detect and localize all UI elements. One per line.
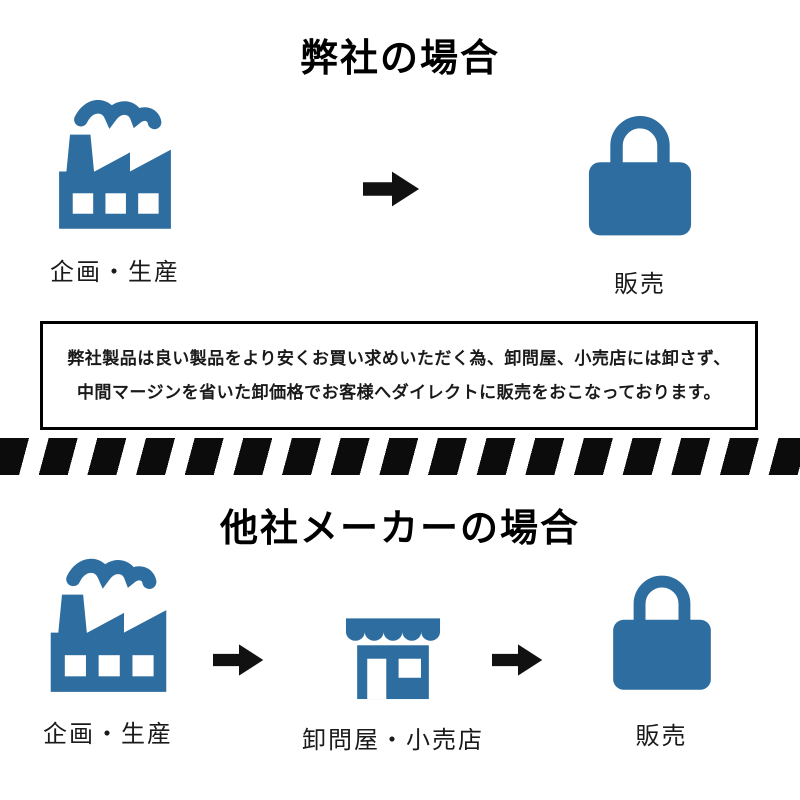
step-label: 企画・生産 xyxy=(50,259,180,286)
storefront-icon xyxy=(333,596,453,708)
our-case-title: 弊社の場合 xyxy=(299,38,500,80)
notice-line-2: 中間マージンを省いた卸価格でお客様へダイレクトに販売をおこなっております。 xyxy=(76,382,722,402)
factory-icon xyxy=(31,552,186,702)
other-case-title: 他社メーカーの場合 xyxy=(219,508,580,550)
arrow-right-icon xyxy=(213,640,265,680)
step-label: 販売 xyxy=(635,723,688,750)
notice-line-1: 弊社製品は良い製品をより安くお買い求めいただく為、卸問屋、小売店には卸さず、 xyxy=(67,349,731,368)
step-label: 卸問屋・小売店 xyxy=(302,727,484,754)
section-divider-stripes xyxy=(0,438,800,475)
step-label: 販売 xyxy=(614,271,666,298)
step-label: 企画・生産 xyxy=(43,721,173,748)
step-planning-production: 企画・生産 xyxy=(28,552,188,749)
notice-box: 弊社製品は良い製品をより安くお買い求めいただく為、卸問屋、小売店には卸さず、 中… xyxy=(40,321,758,430)
factory-icon xyxy=(40,92,190,240)
step-sales: 販売 xyxy=(566,100,714,299)
shopping-bag-icon xyxy=(596,562,728,704)
arrow-right-icon xyxy=(492,640,544,680)
step-wholesale-retail: 卸問屋・小売店 xyxy=(302,596,482,755)
shopping-bag-icon xyxy=(571,100,709,252)
step-sales: 販売 xyxy=(594,562,729,751)
step-planning-production: 企画・生産 xyxy=(40,92,190,287)
arrow-right-icon xyxy=(363,167,421,211)
